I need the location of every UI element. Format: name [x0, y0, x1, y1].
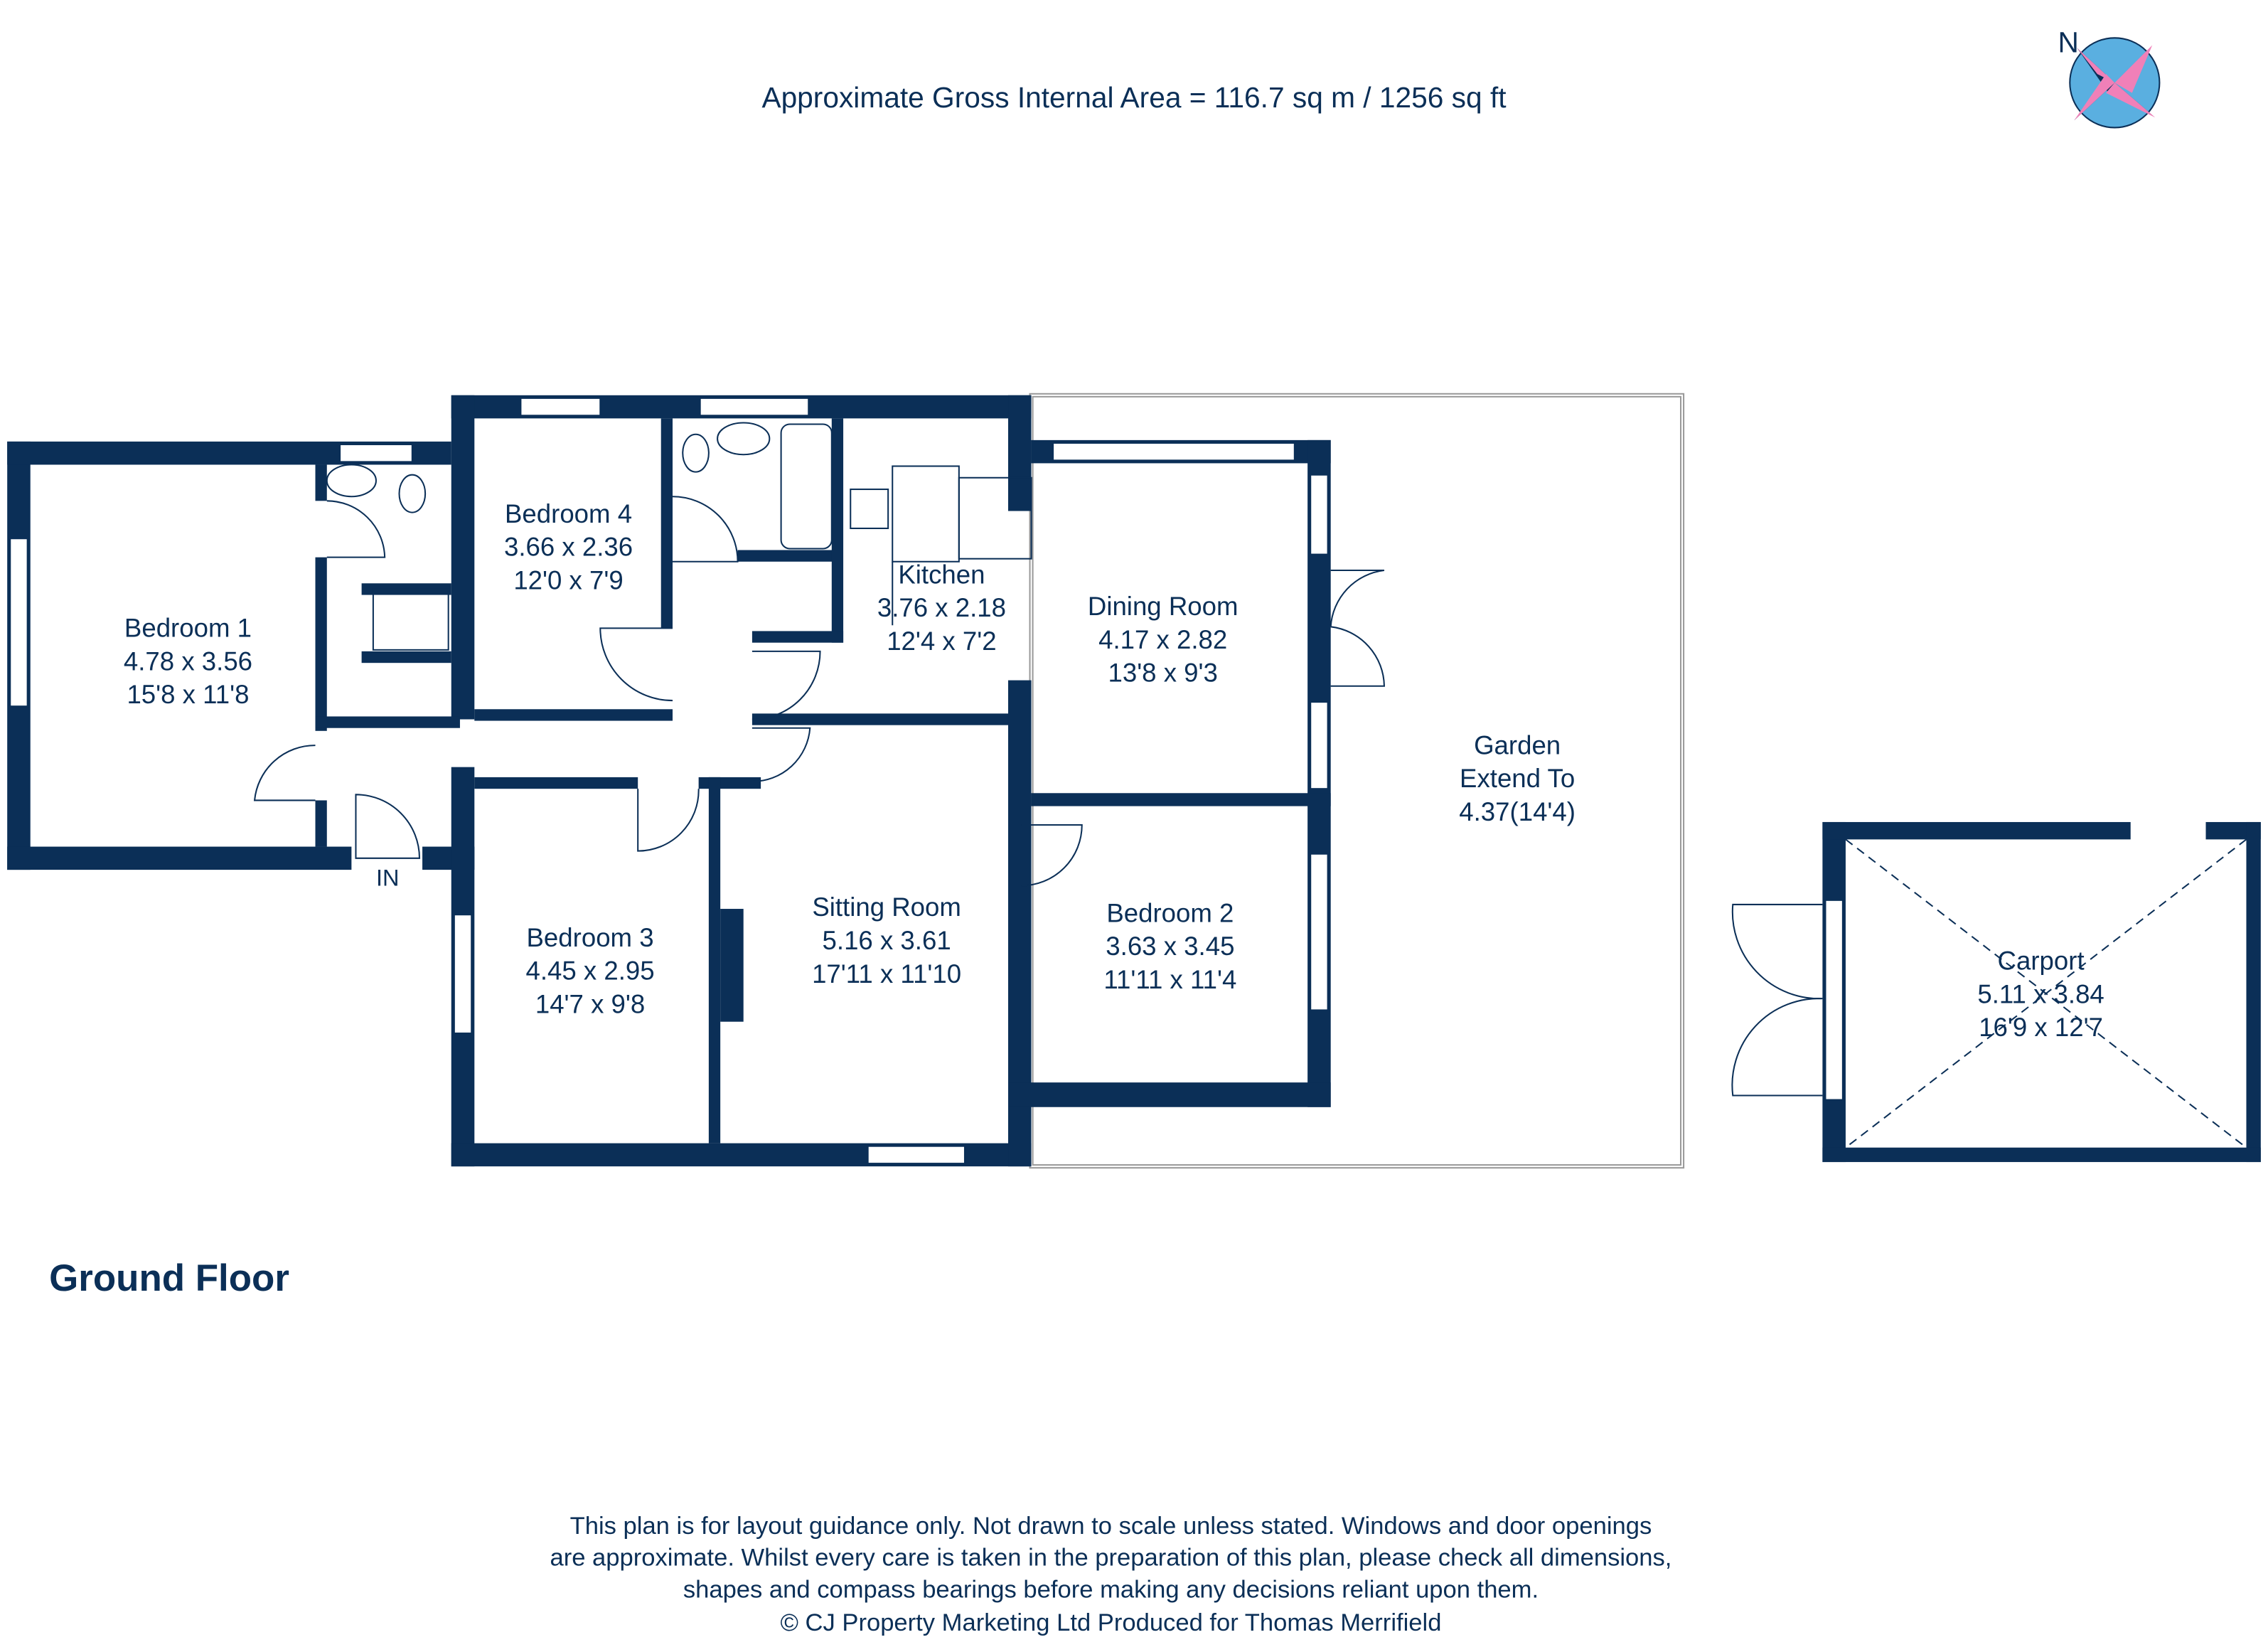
room-metric: 4.45 x 2.95	[525, 956, 654, 986]
windows	[9, 397, 1844, 1165]
room-imperial: 14'7 x 9'8	[535, 990, 645, 1019]
room-carport: Carport 5.11 x 3.84 16'9 x 12'7	[1977, 946, 2104, 1042]
room-extend: Extend To	[1460, 764, 1575, 793]
room-garden: Garden Extend To 4.37(14'4)	[1459, 730, 1576, 826]
room-name: Bedroom 1	[124, 614, 252, 643]
area-title: Approximate Gross Internal Area = 116.7 …	[761, 81, 1506, 114]
compass-north-label: N	[2058, 26, 2079, 59]
room-imperial: 11'11 x 11'4	[1103, 965, 1236, 994]
room-bedroom4: Bedroom 4 3.66 x 2.36 12'0 x 7'9	[504, 499, 633, 595]
disclaimer-line: are approximate. Whilst every care is ta…	[550, 1545, 1671, 1572]
room-imperial: 17'11 x 11'10	[812, 959, 961, 988]
walls	[7, 395, 2261, 1167]
room-size: 4.37(14'4)	[1459, 797, 1576, 826]
room-bedroom1: Bedroom 1 4.78 x 3.56 15'8 x 11'8	[124, 614, 252, 710]
entrance-label: IN	[376, 865, 400, 890]
disclaimer-line: shapes and compass bearings before makin…	[683, 1576, 1539, 1603]
room-metric: 3.63 x 3.45	[1106, 932, 1234, 961]
room-name: Kitchen	[898, 560, 985, 589]
disclaimer: This plan is for layout guidance only. N…	[550, 1513, 1671, 1636]
garden-outline	[1029, 393, 1685, 1169]
disclaimer-line: This plan is for layout guidance only. N…	[570, 1513, 1652, 1540]
room-name: Bedroom 4	[505, 499, 632, 528]
room-name: Sitting Room	[812, 892, 961, 922]
room-imperial: 13'8 x 9'3	[1108, 659, 1217, 688]
room-metric: 5.11 x 3.84	[1977, 979, 2104, 1008]
room-kitchen: Kitchen 3.76 x 2.18 12'4 x 7'2	[877, 560, 1006, 656]
room-metric: 4.17 x 2.82	[1098, 625, 1227, 654]
room-imperial: 12'0 x 7'9	[513, 565, 623, 595]
room-dining: Dining Room 4.17 x 2.82 13'8 x 9'3	[1088, 592, 1239, 688]
copyright-line: © CJ Property Marketing Ltd Produced for…	[780, 1609, 1441, 1636]
doors	[253, 422, 2247, 1148]
room-name: Carport	[1998, 946, 2085, 975]
room-bedroom3: Bedroom 3 4.45 x 2.95 14'7 x 9'8	[525, 923, 654, 1019]
room-imperial: 16'9 x 12'7	[1979, 1013, 2103, 1042]
room-name: Bedroom 3	[527, 923, 654, 952]
room-name: Dining Room	[1088, 592, 1239, 621]
room-sitting: Sitting Room 5.16 x 3.61 17'11 x 11'10	[812, 892, 961, 988]
room-name: Garden	[1474, 730, 1561, 759]
floor-label: Ground Floor	[49, 1257, 289, 1299]
room-metric: 4.78 x 3.56	[124, 646, 252, 676]
room-metric: 5.16 x 3.61	[823, 926, 951, 955]
compass-icon: N	[2058, 26, 2161, 129]
room-imperial: 15'8 x 11'8	[127, 680, 249, 709]
room-metric: 3.76 x 2.18	[877, 593, 1006, 622]
room-imperial: 12'4 x 7'2	[887, 627, 996, 656]
room-bedroom2: Bedroom 2 3.63 x 3.45 11'11 x 11'4	[1103, 898, 1236, 994]
room-metric: 3.66 x 2.36	[504, 533, 633, 562]
room-name: Bedroom 2	[1106, 898, 1234, 927]
